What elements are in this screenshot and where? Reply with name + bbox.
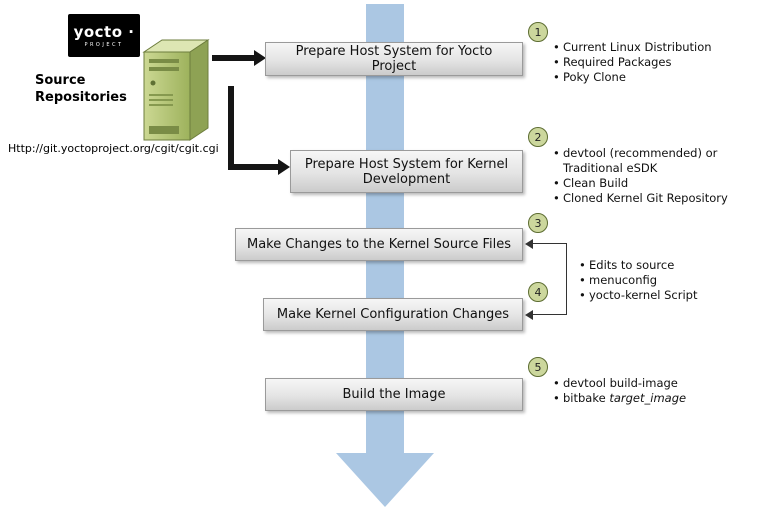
bracket-vertical-line (566, 243, 567, 315)
yocto-logo-subtext: PROJECT (84, 42, 124, 48)
step-4-label: Make Kernel Configuration Changes (276, 307, 510, 322)
source-repositories-line1: Source (35, 73, 86, 88)
step-box-make-config-changes: Make Kernel Configuration Changes (263, 298, 523, 331)
bracket-step3-arrowhead-icon (525, 239, 533, 249)
connector-step1-arrowhead-icon (254, 50, 266, 66)
list-item: Cloned Kernel Git Repository (552, 191, 752, 206)
bracket-step3-line (527, 243, 567, 244)
step-1-label: Prepare Host System for Yocto Project (295, 44, 493, 74)
list-item: devtool (recommended) or (552, 146, 752, 161)
list-item: Edits to source (578, 258, 748, 273)
list-item: Clean Build (552, 176, 752, 191)
step-1-bullet-list: Current Linux Distribution Required Pack… (552, 40, 757, 85)
flow-down-arrow-head (336, 453, 434, 507)
connector-step2-arrowhead-icon (278, 159, 290, 175)
step-number-badge-2: 2 (528, 127, 548, 147)
connector-server-to-step2 (228, 164, 278, 170)
step-5-bullet-list: devtool build-image bitbake target_image (552, 376, 742, 406)
steps-3-4-shared-bullet-list: Edits to source menuconfig yocto-kernel … (578, 258, 748, 303)
step-number-badge-5: 5 (528, 357, 548, 377)
step-5-label: Build the Image (342, 387, 446, 402)
source-repositories-line2: Repositories (35, 90, 127, 105)
step-number-badge-4: 4 (528, 282, 548, 302)
step-box-prepare-host-yocto: Prepare Host System for Yocto Project (265, 42, 523, 76)
list-item: Required Packages (552, 55, 757, 70)
yocto-logo-brand: yocto · (73, 23, 135, 41)
list-item: menuconfig (578, 273, 748, 288)
list-item-continuation: Traditional eSDK (563, 161, 658, 175)
list-item: Poky Clone (552, 70, 757, 85)
step-3-label: Make Changes to the Kernel Source Files (247, 237, 511, 252)
step-box-make-source-changes: Make Changes to the Kernel Source Files (235, 228, 523, 261)
step-2-bullet-list: devtool (recommended) or Traditional eSD… (552, 146, 752, 206)
server-icon (138, 36, 216, 148)
bitbake-target-image: target_image (609, 391, 687, 405)
bitbake-prefix: bitbake (563, 391, 610, 405)
list-item: Current Linux Distribution (552, 40, 757, 55)
step-2-label: Prepare Host System for Kernel Developme… (304, 156, 509, 187)
list-item: yocto-kernel Script (578, 288, 748, 303)
source-repository-url: Http://git.yoctoproject.org/cgit/cgit.cg… (8, 142, 219, 155)
step-number-badge-1: 1 (528, 22, 548, 42)
list-item: devtool build-image (552, 376, 742, 391)
step-box-prepare-host-kernel: Prepare Host System for Kernel Developme… (290, 150, 523, 193)
bracket-step4-arrowhead-icon (525, 310, 533, 320)
yocto-logo: yocto · PROJECT (68, 14, 140, 57)
bracket-step4-line (527, 314, 567, 315)
connector-server-down-segment (228, 86, 234, 170)
connector-server-to-step1 (212, 55, 254, 61)
list-item: bitbake target_image (552, 391, 742, 406)
step-number-badge-3: 3 (528, 213, 548, 233)
source-repositories-label: Source Repositories (35, 72, 127, 106)
step-box-build-image: Build the Image (265, 378, 523, 411)
